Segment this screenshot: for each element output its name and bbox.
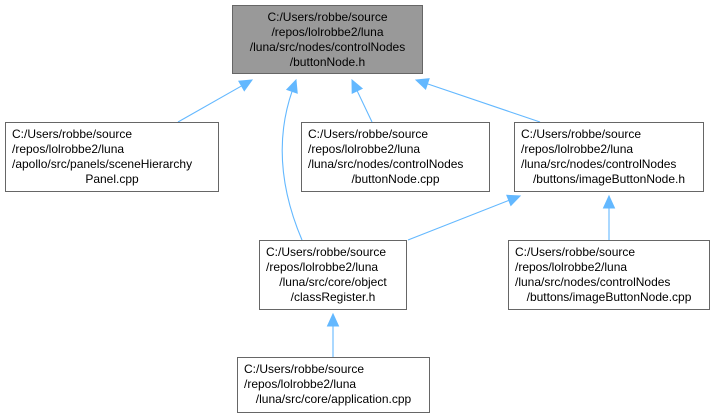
node-button-node-cpp[interactable]: C:/Users/robbe/source /repos/lolrobbe2/l…: [301, 122, 490, 192]
node-line: C:/Users/robbe/source: [244, 362, 365, 376]
node-image-button-node-h[interactable]: C:/Users/robbe/source /repos/lolrobbe2/l…: [514, 122, 704, 192]
node-line: C:/Users/robbe/source: [266, 245, 387, 259]
edge-arrowhead: [285, 78, 298, 94]
node-line: /classRegister.h: [290, 290, 376, 304]
node-line: /buttons/imageButtonNode.h: [532, 172, 686, 186]
node-line: /buttons/imageButtonNode.cpp: [526, 290, 692, 304]
node-line: /repos/lolrobbe2/luna: [271, 25, 384, 39]
node-line: C:/Users/robbe/source: [308, 127, 429, 141]
node-line: /repos/lolrobbe2/luna: [266, 260, 379, 274]
edge-arrowhead: [602, 194, 616, 209]
node-line: /luna/src/core/object: [279, 275, 387, 289]
node-line: /luna/src/nodes/controlNodes: [308, 157, 464, 171]
node-scene-hierarchy-panel-cpp[interactable]: C:/Users/robbe/source /repos/lolrobbe2/l…: [5, 122, 219, 192]
edge-arrowhead: [506, 194, 522, 207]
edge-arrowhead: [414, 78, 430, 90]
node-line: /repos/lolrobbe2/luna: [515, 260, 628, 274]
node-line: C:/Users/robbe/source: [12, 127, 133, 141]
node-line: /luna/src/nodes/controlNodes: [515, 275, 671, 289]
edge-line: [356, 89, 373, 123]
edge-line: [281, 90, 303, 241]
node-line: /repos/lolrobbe2/luna: [244, 377, 357, 391]
node-line: /repos/lolrobbe2/luna: [12, 142, 125, 156]
node-line: /luna/src/nodes/controlNodes: [249, 40, 406, 54]
node-class-register-h[interactable]: C:/Users/robbe/source /repos/lolrobbe2/l…: [259, 240, 407, 310]
node-button-node-h[interactable]: C:/Users/robbe/source /repos/lolrobbe2/l…: [232, 5, 423, 74]
edge-arrowhead: [326, 312, 340, 327]
edge-arrowhead: [351, 78, 364, 94]
edge-line: [177, 84, 243, 123]
node-line: /apollo/src/panels/sceneHierarchy: [12, 157, 193, 171]
edge-line: [426, 83, 541, 123]
node-image-button-node-cpp[interactable]: C:/Users/robbe/source /repos/lolrobbe2/l…: [508, 240, 710, 310]
node-line: /buttonNode.cpp: [351, 172, 440, 186]
edge-arrowhead: [238, 79, 254, 92]
node-line: /luna/src/core/application.cpp: [255, 392, 412, 406]
node-line: C:/Users/robbe/source: [267, 10, 388, 24]
node-line: C:/Users/robbe/source: [521, 127, 642, 141]
node-line: /luna/src/nodes/controlNodes: [521, 157, 677, 171]
node-application-cpp[interactable]: C:/Users/robbe/source /repos/lolrobbe2/l…: [237, 357, 430, 413]
node-line: C:/Users/robbe/source: [515, 245, 636, 259]
node-line: /repos/lolrobbe2/luna: [308, 142, 421, 156]
node-line: /buttonNode.h: [289, 55, 366, 69]
edge-line: [407, 199, 510, 241]
node-line: Panel.cpp: [85, 172, 139, 186]
node-line: /repos/lolrobbe2/luna: [521, 142, 634, 156]
